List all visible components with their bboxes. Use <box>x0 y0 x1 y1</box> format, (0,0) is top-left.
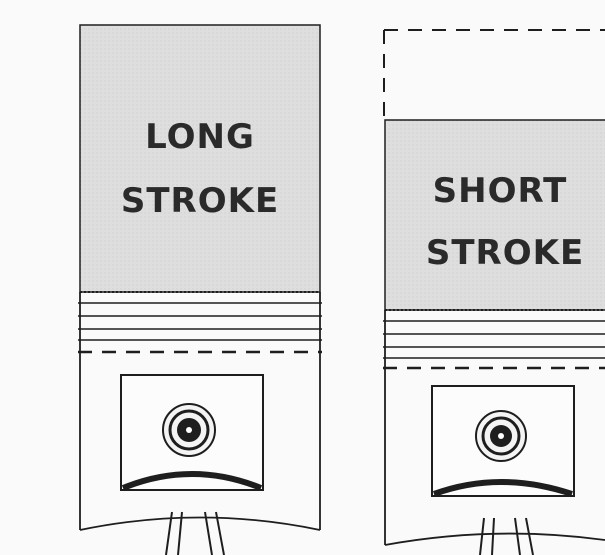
long-stroke-label-line2: STROKE <box>121 181 279 221</box>
short-dashed-outline <box>383 29 605 120</box>
long-piston-skirt <box>79 292 321 531</box>
short-boss-arc <box>432 479 573 497</box>
short-piston-rings <box>383 320 605 359</box>
long-stroke-piston: LONG STROKE <box>78 24 322 555</box>
short-stroke-piston: SHORT STROKE <box>383 29 605 555</box>
short-wrist-pin-icon <box>475 410 527 462</box>
long-piston-rings <box>78 302 322 341</box>
long-boss-arc <box>121 471 263 491</box>
long-stroke-area <box>79 24 321 293</box>
long-stroke-label-line1: LONG <box>145 117 255 157</box>
short-stroke-label-line1: SHORT <box>433 171 568 211</box>
short-piston-skirt <box>384 310 605 546</box>
long-wrist-pin-icon <box>162 403 216 457</box>
long-connecting-rod <box>165 511 225 555</box>
short-stroke-area <box>384 119 605 311</box>
short-connecting-rod <box>479 517 534 555</box>
short-stroke-label-line2: STROKE <box>426 233 584 273</box>
